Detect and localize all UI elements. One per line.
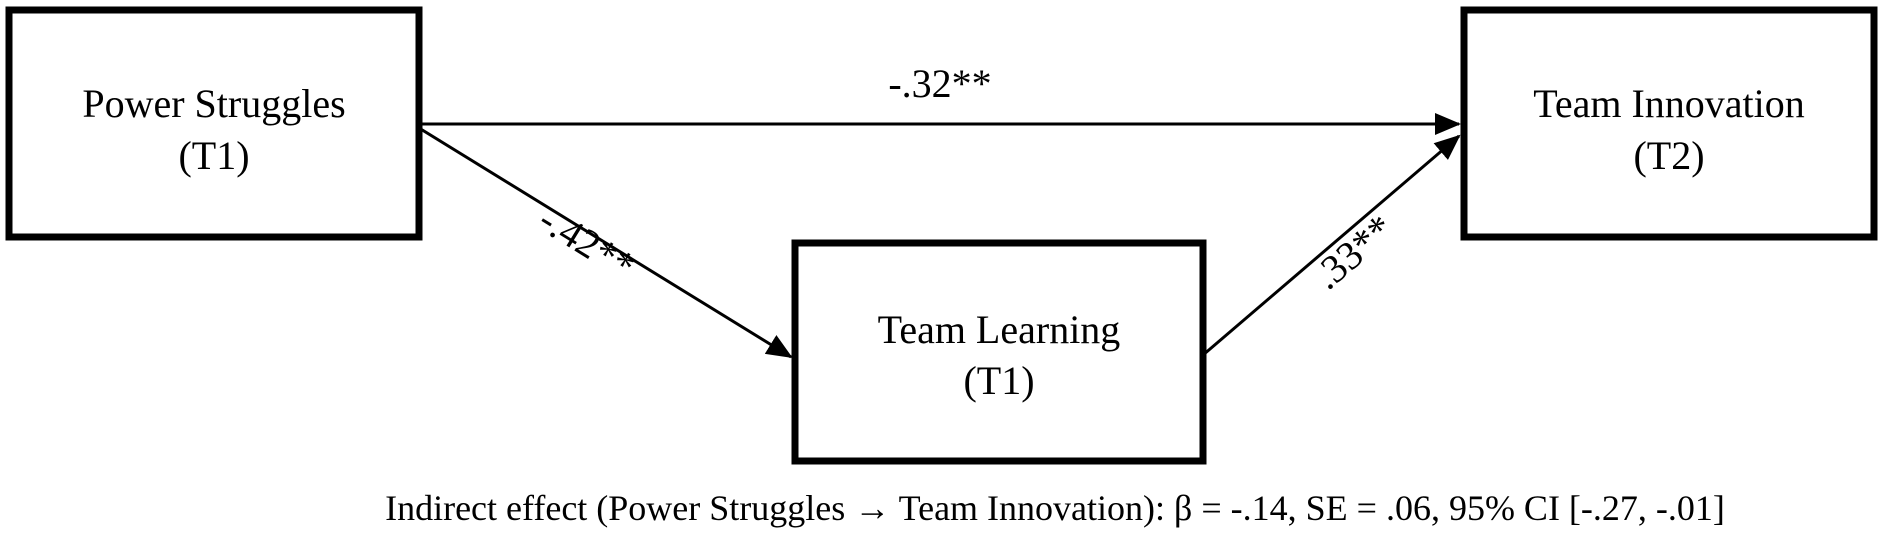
coefficient-path-b: .33** bbox=[1304, 205, 1402, 298]
coefficient-path-a: -.42** bbox=[531, 196, 643, 288]
node-power-struggles-title: Power Struggles bbox=[82, 81, 345, 126]
node-team-innovation-title: Team Innovation bbox=[1533, 81, 1805, 126]
node-power-struggles-time: (T1) bbox=[178, 133, 249, 178]
node-team-innovation: Team Innovation (T2) bbox=[1460, 6, 1878, 241]
node-team-innovation-time: (T2) bbox=[1633, 133, 1704, 178]
coefficient-direct: -.32** bbox=[888, 61, 991, 106]
node-power-struggles: Power Struggles (T1) bbox=[5, 6, 423, 241]
node-team-learning-time: (T1) bbox=[963, 358, 1034, 403]
node-team-learning: Team Learning (T1) bbox=[791, 239, 1207, 465]
node-team-learning-title: Team Learning bbox=[878, 307, 1121, 352]
edge-learning-to-innovation bbox=[1202, 134, 1461, 357]
indirect-effect-footnote: Indirect effect (Power Struggles → Team … bbox=[385, 488, 1725, 528]
edge-power-to-learning bbox=[418, 126, 793, 359]
